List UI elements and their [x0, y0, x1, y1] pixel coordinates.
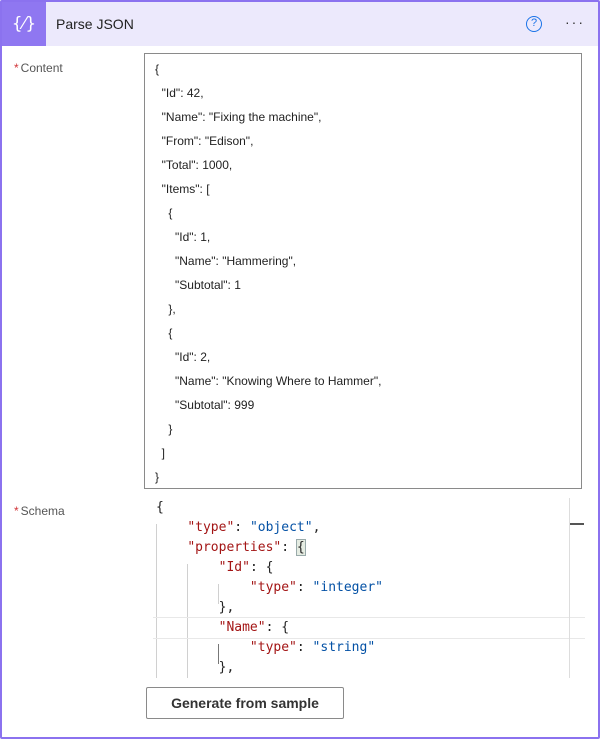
schema-line: "type": "string" [153, 638, 585, 658]
content-line: ] [155, 446, 166, 460]
content-line: "Name": "Hammering", [155, 254, 297, 268]
schema-label: *Schema [14, 504, 65, 518]
schema-line: }, [153, 598, 585, 618]
schema-token-key: "properties" [187, 540, 282, 555]
content-line: } [155, 422, 173, 436]
card-header[interactable]: {⁄} Parse JSON ? ··· [2, 2, 598, 46]
content-line: }, [155, 302, 176, 316]
required-mark: * [14, 504, 19, 518]
schema-token-key: "type" [249, 640, 297, 655]
schema-scrollbar[interactable] [569, 498, 570, 678]
content-line: "Subtotal": 1 [155, 278, 241, 292]
indent-guide [187, 564, 188, 678]
content-line: "Id": 2, [155, 350, 211, 364]
schema-token-indent [156, 560, 219, 575]
content-line: { [155, 326, 173, 340]
schema-token-indent [156, 640, 250, 655]
schema-token-sep: }, [218, 660, 235, 675]
schema-token-key: "Name" [218, 620, 266, 635]
content-line: "Id": 1, [155, 230, 211, 244]
schema-token-key: "type" [187, 520, 235, 535]
schema-line: "type": "object", [153, 518, 585, 538]
schema-token-tail: { [265, 560, 274, 575]
required-mark: * [14, 61, 19, 75]
schema-token-indent [156, 660, 219, 675]
schema-line: }, [153, 658, 585, 678]
content-label-text: Content [20, 61, 63, 75]
schema-token-value: "object" [249, 520, 313, 535]
schema-token-indent [156, 580, 250, 595]
schema-token-indent [156, 620, 219, 635]
schema-token-sep: }, [218, 600, 235, 615]
action-title: Parse JSON [56, 16, 134, 32]
content-line: "Id": 42, [155, 86, 204, 100]
schema-line: "Name": { [153, 617, 585, 639]
content-line: "Name": "Fixing the machine", [155, 110, 322, 124]
schema-line: "type": "integer" [153, 578, 585, 598]
schema-token-indent [156, 520, 187, 535]
schema-token-key: "type" [249, 580, 297, 595]
content-line: } [155, 470, 160, 484]
content-label: *Content [14, 61, 63, 75]
schema-token-sep: : [281, 540, 297, 555]
schema-token-sep: : [296, 640, 313, 655]
schema-token-sep: { [156, 500, 164, 515]
schema-line: { [153, 498, 585, 518]
indent-guide [218, 644, 219, 664]
more-options-icon[interactable]: ··· [565, 14, 585, 30]
indent-guide [218, 584, 219, 604]
schema-token-tail: { [295, 539, 306, 556]
parse-json-icon: {⁄} [2, 2, 46, 46]
schema-editor[interactable]: { "type": "object", "properties": { "Id"… [153, 496, 585, 678]
schema-token-sep: : [296, 580, 313, 595]
scrollbar-marker [570, 523, 584, 525]
schema-token-value: "string" [312, 640, 376, 655]
schema-token-sep: : [234, 520, 250, 535]
help-icon[interactable]: ? [526, 16, 542, 32]
schema-line: "Id": { [153, 558, 585, 578]
schema-token-tail: , [312, 520, 321, 535]
schema-token-sep: : [249, 560, 266, 575]
content-line: "From": "Edison", [155, 134, 254, 148]
schema-line: "properties": { [153, 538, 585, 558]
schema-token-key: "Id" [218, 560, 250, 575]
schema-token-indent [156, 600, 219, 615]
schema-token-tail: { [281, 620, 290, 635]
schema-token-indent [156, 540, 187, 555]
content-line: "Total": 1000, [155, 158, 233, 172]
schema-label-text: Schema [20, 504, 65, 518]
content-input[interactable]: { "Id": 42, "Name": "Fixing the machine"… [144, 53, 582, 489]
schema-token-value: "integer" [312, 580, 383, 595]
content-line: "Items": [ [155, 182, 210, 196]
content-line: { [155, 206, 173, 220]
content-line: "Name": "Knowing Where to Hammer", [155, 374, 382, 388]
indent-guide [156, 524, 157, 678]
schema-token-sep: : [265, 620, 282, 635]
content-line: "Subtotal": 999 [155, 398, 255, 412]
generate-from-sample-button[interactable]: Generate from sample [146, 687, 344, 719]
content-line: { [155, 62, 160, 76]
